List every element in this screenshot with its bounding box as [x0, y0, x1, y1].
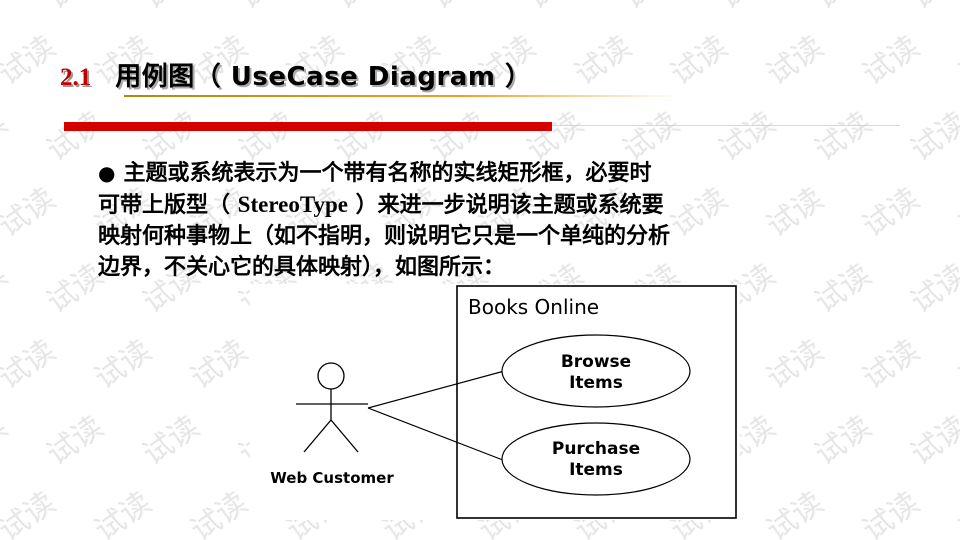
use-case-browse-items — [501, 334, 691, 408]
paragraph-line-1: ● 主题或系统表示为一个带有名称的实线矩形框，必要时 — [98, 158, 938, 189]
divider-line — [552, 125, 900, 126]
paragraph-text-1: 主题或系统表示为一个带有名称的实线矩形框，必要时 — [123, 160, 652, 186]
bullet-icon: ● — [98, 161, 116, 185]
paragraph-line-2: 可带上版型（ StereoType ）来进一步说明该主题或系统要 — [98, 189, 938, 221]
title-underline — [124, 95, 680, 97]
paragraph-text-4: 边界，不关心它的具体映射），如图所示： — [98, 254, 506, 280]
stereotype-term: StereoType — [237, 192, 348, 217]
accent-bar — [64, 122, 552, 131]
paragraph-text-3: 映射何种事物上（如不指明，则说明它只是一个单纯的分析 — [98, 223, 671, 249]
actor-icon — [296, 362, 368, 453]
use-case-browse-label-1: Browse — [561, 352, 631, 372]
body-paragraph: ● 主题或系统表示为一个带有名称的实线矩形框，必要时 可带上版型（ StereoT… — [98, 158, 938, 283]
paragraph-text-2a: 可带上版型（ — [98, 192, 238, 218]
title-row: 2.1 用例图（ UseCase Diagram ） — [60, 56, 531, 96]
slide-title: 用例图（ UseCase Diagram ） — [115, 62, 532, 92]
actor-label: Web Customer — [270, 469, 394, 487]
section-number: 2.1 — [60, 64, 92, 91]
paragraph-text-2c: ）来进一步说明该主题或系统要 — [347, 192, 664, 218]
use-case-purchase-label-1: Purchase — [552, 439, 640, 459]
association-line-browse — [367, 369, 509, 409]
use-case-browse-label-2: Items — [569, 373, 623, 393]
association-line-purchase — [367, 407, 509, 463]
use-case-purchase-label-2: Items — [569, 460, 623, 480]
use-case-purchase-items — [501, 422, 691, 496]
system-name: Books Online — [468, 295, 599, 319]
